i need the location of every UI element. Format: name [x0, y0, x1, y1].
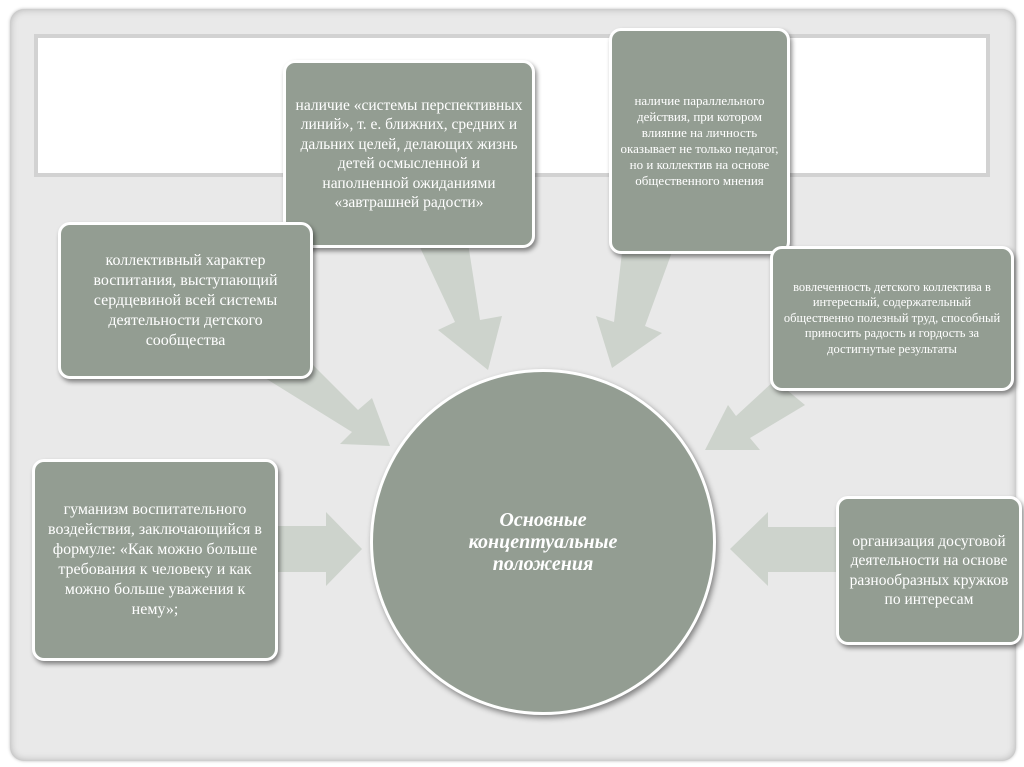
- central-concept-label: Основные концептуальные положения: [468, 509, 618, 575]
- arrow-from-involvement: [705, 380, 805, 450]
- node-perspective-lines: наличие «системы перспективных линий», т…: [283, 60, 535, 248]
- node-collective-character-text: коллективный характер воспитания, выступ…: [93, 251, 278, 349]
- node-collective-character: коллективный характер воспитания, выступ…: [58, 222, 313, 379]
- arrow-from-leisure: [730, 512, 836, 586]
- arrow-from-perspective-lines: [418, 243, 502, 370]
- node-leisure-text: организация досуговой деятельности на ос…: [849, 532, 1009, 609]
- node-leisure: организация досуговой деятельности на ос…: [836, 496, 1022, 645]
- node-parallel-action: наличие параллельного действия, при кото…: [609, 28, 790, 254]
- arrow-from-collective-character: [265, 360, 390, 446]
- node-involvement: вовлеченность детского коллектива в инте…: [770, 246, 1014, 391]
- node-humanism-text: гуманизм воспитательного воздействия, за…: [48, 501, 262, 618]
- node-parallel-action-text: наличие параллельного действия, при кото…: [620, 93, 779, 188]
- node-humanism: гуманизм воспитательного воздействия, за…: [32, 459, 278, 661]
- central-concept-circle: Основные концептуальные положения: [370, 369, 716, 715]
- arrow-from-humanism: [276, 512, 362, 586]
- node-involvement-text: вовлеченность детского коллектива в инте…: [783, 279, 1001, 356]
- node-perspective-lines-text: наличие «системы перспективных линий», т…: [295, 96, 523, 212]
- arrow-from-parallel-action: [596, 252, 672, 368]
